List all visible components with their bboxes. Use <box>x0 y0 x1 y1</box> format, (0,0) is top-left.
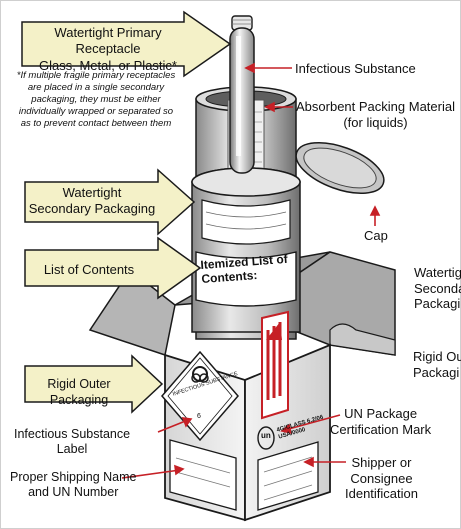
callout-inf-label: Infectious Substance Label <box>14 427 130 457</box>
itemized-list-title: Itemized List of Contents: <box>200 252 289 287</box>
callout-proper-line-2: and UN Number <box>28 485 119 499</box>
callout-absorbent-line-1: Absorbent Packing Material <box>296 99 455 114</box>
itemized-list-panel <box>195 251 297 307</box>
callout-absorbent-line-2: (for liquids) <box>343 114 408 130</box>
primary-tube <box>229 27 255 174</box>
callout-cap: Cap <box>364 228 388 243</box>
callout-inf-label-line-1: Infectious Substance <box>14 427 131 441</box>
arrow-secondary-text: Watertight Secondary Packaging <box>22 185 162 218</box>
callout-infectious: Infectious Substance <box>295 61 416 76</box>
arrow-contents <box>24 236 202 300</box>
footnote-line: individually wrapped or separated so <box>18 105 174 117</box>
callout-un-line-2: Certification Mark <box>330 421 432 437</box>
arrow-secondary <box>24 168 196 236</box>
arrow-primary-text: Watertight Primary Receptacle Glass, Met… <box>22 25 194 74</box>
arrow-primary-line-2: Glass, Metal, or Plastic* <box>39 57 177 73</box>
diamond-class-number: 6 <box>197 413 201 420</box>
un-symbol-circle <box>257 426 275 450</box>
callout-lines <box>121 62 381 479</box>
callout-absorbent: Absorbent Packing Material (for liquids) <box>296 99 455 130</box>
callout-watertight-line-3: Packagi <box>414 296 461 312</box>
callout-rigid-line-1: Rigid Ou <box>413 349 461 364</box>
footnote-line: *If multiple fragile primary receptacles <box>16 70 176 81</box>
arrow-secondary-line-2: Secondary Packaging <box>28 201 156 217</box>
callout-watertight-line-1: Watertig <box>414 265 461 280</box>
box-flap-cutout <box>329 323 396 356</box>
footnote-line: are placed in a single secondary <box>27 81 165 93</box>
callout-un-mark: UN Package Certification Mark <box>330 406 431 437</box>
callout-shipper: Shipper or Consignee Identification <box>345 455 418 502</box>
callout-watertight-line-2: Seconda <box>414 280 461 296</box>
shipping-name-label <box>169 439 237 511</box>
infectious-substance-diamond <box>161 350 239 442</box>
footnote: *If multiple fragile primary receptacles… <box>4 70 188 129</box>
callout-shipper-line-2: Consignee <box>350 470 413 486</box>
arrow-primary-line-1: Watertight Primary Receptacle <box>54 25 162 57</box>
arrow-primary <box>21 10 232 78</box>
arrow-contents-text: List of Contents <box>43 262 135 277</box>
callout-inf-label-line-2: Label <box>56 442 88 456</box>
callout-proper: Proper Shipping Name and UN Number <box>10 470 136 500</box>
cylinder-label-band <box>201 199 291 245</box>
callout-shipper-line-1: Shipper or <box>351 455 412 470</box>
shipper-label <box>257 441 319 511</box>
callout-shipper-line-3: Identification <box>345 486 418 502</box>
red-hazard-stripes <box>261 310 289 420</box>
callout-proper-line-1: Proper Shipping Name <box>10 470 137 484</box>
arrow-secondary-line-1: Watertight <box>62 185 122 200</box>
callout-rigid-cut: Rigid Ou Packagi <box>413 349 461 380</box>
callout-watertight-cut: Watertig Seconda Packagi <box>414 265 461 312</box>
callout-un-line-1: UN Package <box>344 406 418 421</box>
un-symbol-text: un <box>261 431 271 440</box>
footnote-line: as to prevent contact between them <box>20 117 172 129</box>
arrow-outer <box>24 354 164 414</box>
footnote-line: packaging, they must be either <box>31 93 161 105</box>
arrow-outer-text: Rigid Outer Packaging <box>47 377 111 407</box>
callout-rigid-line-2: Packagi <box>413 364 460 380</box>
